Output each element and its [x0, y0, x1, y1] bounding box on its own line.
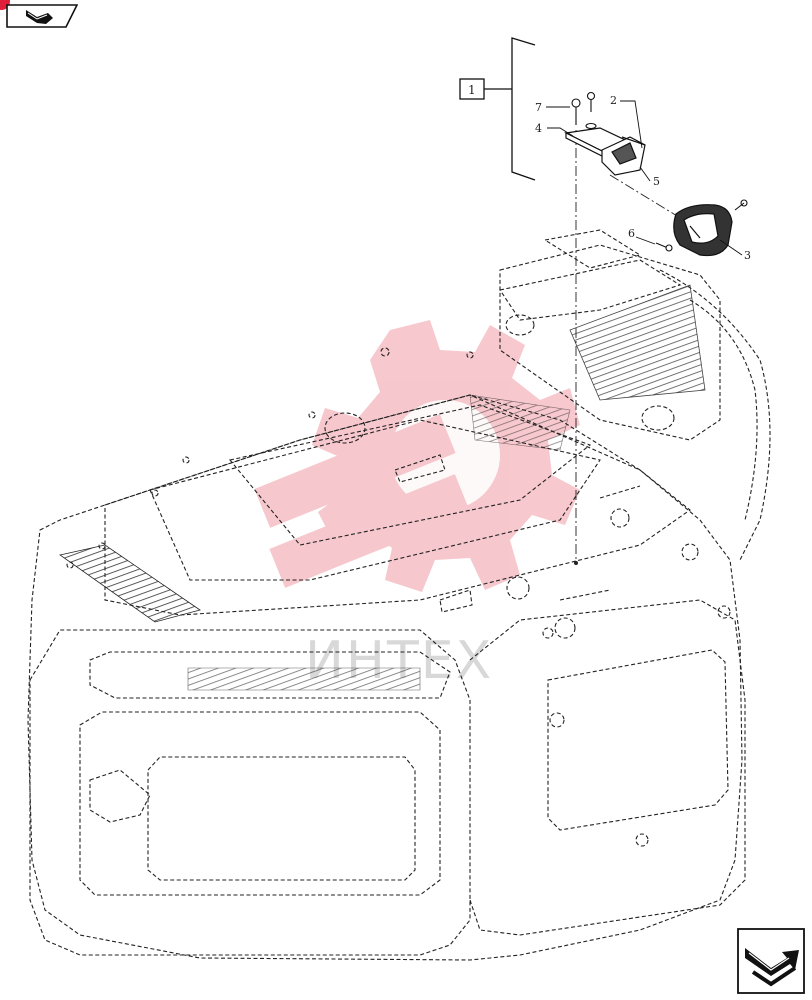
callout-4: 4	[535, 122, 542, 135]
group-bracket	[459, 37, 536, 181]
gear-logo-icon	[312, 320, 580, 592]
assembly-centerline	[575, 130, 701, 565]
next-page-button[interactable]	[737, 928, 805, 994]
callout-7: 7	[535, 101, 542, 114]
grill-vents	[59, 284, 706, 691]
watermark	[254, 320, 580, 592]
part-screw-top	[734, 199, 748, 211]
part-switch-housing	[601, 136, 646, 176]
page-marker-dot	[0, 0, 10, 10]
mount-point-marker	[574, 561, 578, 565]
callout-numbers: 7 4 2 5 6 3	[535, 94, 751, 262]
callout-2: 2	[610, 94, 617, 107]
group-number-box	[459, 78, 485, 100]
callout-3: 3	[744, 249, 751, 262]
machine-body	[27, 229, 771, 961]
part-screw-7	[571, 98, 581, 125]
callout-leaders	[546, 100, 743, 256]
part-screw-6	[655, 242, 673, 252]
part-screw-2	[585, 91, 597, 130]
callout-6: 6	[628, 227, 635, 240]
page-turn-arrow-icon	[26, 10, 53, 24]
previous-page-button[interactable]	[6, 4, 78, 28]
page-turn-arrow-icon	[745, 948, 799, 987]
callout-5: 5	[653, 175, 660, 188]
group-number-label: 1	[468, 83, 476, 97]
part-cover-3	[673, 204, 733, 257]
